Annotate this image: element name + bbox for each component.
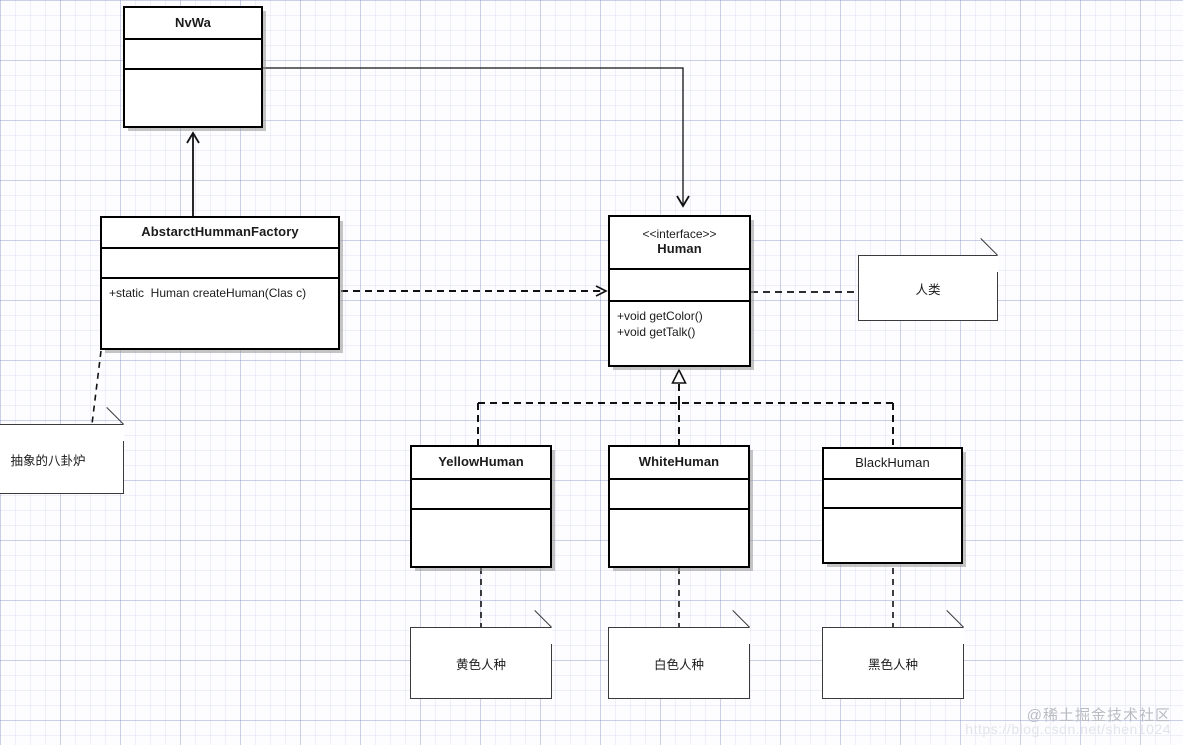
class-name-nvwa: NvWa [174, 14, 212, 30]
note-fold-line-black-race [946, 610, 964, 628]
class-name-whitehuman: WhiteHuman [638, 454, 720, 470]
note-text-yellow-race: 黄色人种 [455, 657, 506, 672]
class-header-yellowhuman: YellowHuman [412, 447, 550, 480]
edge-nvwa-to-human [263, 67, 690, 208]
note-body-black-race [822, 627, 964, 699]
note-fold-line-yellow-race [534, 610, 552, 628]
note-fold-line-bagualu [106, 407, 124, 425]
class-attributes-human [610, 270, 749, 302]
class-attributes-nvwa [125, 40, 261, 70]
watermark-handle: @稀土掘金技术社区 [1026, 707, 1171, 724]
note-fold-renlei [981, 255, 998, 272]
class-operations-whitehuman [610, 510, 748, 566]
note-bagualu[interactable]: 抽象的八卦炉 [0, 407, 124, 494]
operation-create-human: +static Human createHuman(Clas c) [109, 286, 307, 300]
note-white-race[interactable]: 白色人种 [608, 610, 750, 699]
class-attributes-yellowhuman [412, 480, 550, 510]
class-box-human[interactable]: <<interface>> Human +void getColor() +vo… [608, 215, 751, 367]
class-header-nvwa: NvWa [125, 8, 261, 40]
class-header-human: <<interface>> Human [610, 217, 749, 270]
operation-get-talk: +void getTalk() [617, 325, 696, 340]
note-black-race[interactable]: 黑色人种 [822, 610, 964, 699]
class-attributes-whitehuman [610, 480, 748, 510]
class-box-whitehuman[interactable]: WhiteHuman [608, 445, 750, 568]
note-text-white-race: 白色人种 [653, 657, 704, 672]
operation-get-color: +void getColor() [617, 309, 703, 323]
class-box-yellowhuman[interactable]: YellowHuman [410, 445, 552, 568]
note-yellow-race[interactable]: 黄色人种 [410, 610, 552, 699]
note-text-bagualu: 抽象的八卦炉 [10, 453, 86, 468]
class-box-nvwa[interactable]: NvWa [123, 6, 263, 128]
class-box-factory[interactable]: AbstarctHummanFactory +static Human crea… [100, 216, 340, 350]
note-fold-line-white-race [732, 610, 750, 628]
class-name-human: Human [657, 240, 702, 256]
class-attributes-blackhuman [824, 480, 961, 509]
class-name-blackhuman: BlackHuman [855, 455, 930, 471]
watermark: @稀土掘金技术社区 https://blog.csdn.net/shen1024 [965, 704, 1171, 737]
edge-realization-bus [477, 368, 894, 445]
class-header-factory: AbstarctHummanFactory [102, 218, 338, 249]
class-name-factory: AbstarctHummanFactory [141, 224, 299, 240]
note-text-renlei: 人类 [915, 282, 941, 297]
class-operations-human: +void getColor() +void getTalk() [610, 302, 749, 365]
note-body-renlei [858, 255, 998, 321]
class-box-blackhuman[interactable]: BlackHuman [822, 447, 963, 564]
note-fold-yellow-race [535, 627, 552, 644]
note-fold-black-race [947, 627, 964, 644]
note-fold-bagualu [107, 424, 124, 441]
watermark-url: https://blog.csdn.net/shen1024 [965, 721, 1171, 737]
class-attributes-factory [102, 249, 338, 279]
class-operations-factory: +static Human createHuman(Clas c) [102, 279, 338, 348]
class-operations-yellowhuman [412, 510, 550, 566]
note-text-black-race: 黑色人种 [867, 657, 918, 672]
note-fold-line-renlei [980, 238, 998, 256]
class-header-whitehuman: WhiteHuman [610, 447, 748, 480]
note-body-white-race [608, 627, 750, 699]
note-body-yellow-race [410, 627, 552, 699]
note-body-bagualu [0, 424, 124, 494]
class-operations-nvwa [125, 70, 261, 126]
class-header-blackhuman: BlackHuman [824, 449, 961, 480]
note-renlei[interactable]: 人类 [858, 238, 998, 321]
class-operations-blackhuman [824, 509, 961, 562]
note-fold-white-race [733, 627, 750, 644]
stereotype-interface: <<interface>> [642, 227, 717, 242]
edge-factory-to-note-bagualu [91, 350, 102, 425]
class-name-yellowhuman: YellowHuman [438, 454, 524, 470]
